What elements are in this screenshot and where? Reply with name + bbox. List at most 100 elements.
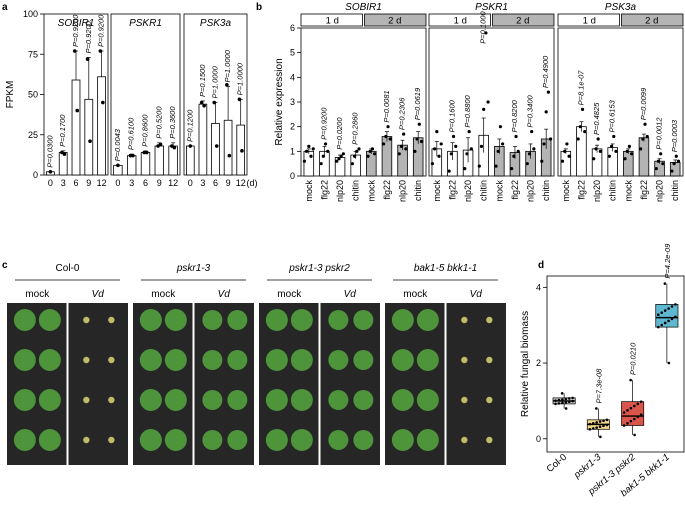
- c-vd-label: Vd: [218, 289, 231, 300]
- d-point: [629, 406, 633, 410]
- b-point: [355, 149, 359, 153]
- d-point: [591, 427, 595, 430]
- d-point: [588, 422, 592, 426]
- a-pvalue: P=0.8600: [141, 114, 150, 147]
- b-point: [596, 137, 600, 141]
- b-xtick-label: mock: [304, 180, 314, 202]
- c-plant-rosette: [391, 349, 414, 371]
- b-xtick-label: nlp20: [655, 180, 665, 202]
- b-header-1d-label: 1 d: [326, 16, 339, 27]
- c-plant-rosette: [461, 436, 468, 444]
- a-bar: [168, 145, 178, 176]
- d-point: [626, 409, 629, 412]
- b-point: [639, 147, 643, 151]
- a-pvalue: P=0.0300: [45, 135, 54, 168]
- b-point: [501, 142, 505, 146]
- d-point: [561, 401, 564, 405]
- b-header-1d-label: 1 d: [454, 16, 467, 27]
- a-pvalue: P=0.9200: [84, 20, 93, 53]
- b-point: [366, 154, 370, 158]
- a-bar: [71, 79, 81, 176]
- b-point: [598, 149, 602, 153]
- d-point: [657, 313, 660, 317]
- c-plant-rosette: [38, 429, 61, 451]
- a-point: [101, 100, 105, 105]
- b-point: [625, 149, 629, 153]
- c-vd-label: Vd: [344, 289, 357, 300]
- b-point: [623, 157, 627, 161]
- c-plant-rosette: [13, 349, 36, 371]
- a-point: [85, 57, 90, 61]
- a-xtick-label: 9: [157, 178, 162, 188]
- b-point: [661, 162, 665, 166]
- b-subpanel-title: PSKR1: [475, 2, 508, 13]
- c-plant-rosette: [391, 389, 414, 411]
- d-point: [595, 421, 598, 424]
- d-pvalue: P=0.0210: [629, 342, 638, 375]
- b-pvalue: P=0.8800: [463, 94, 472, 127]
- c-plant-rosette: [139, 429, 162, 451]
- c-plant-rosette: [202, 350, 223, 370]
- d-point: [557, 398, 561, 402]
- d-point: [560, 392, 564, 395]
- c-genotype-label: bak1-5 bkk1-1: [414, 263, 477, 274]
- b-bar: [591, 148, 603, 177]
- a-subpanel-title: PSK3a: [200, 18, 232, 29]
- b-point: [382, 142, 386, 146]
- b-point: [305, 149, 309, 153]
- b-point: [337, 157, 341, 161]
- b-pvalue: P=0.1600: [447, 99, 456, 132]
- c-plant-rosette: [290, 309, 313, 331]
- c-plant-rosette: [164, 349, 187, 371]
- d-point: [663, 321, 667, 325]
- c-plant-rosette: [164, 309, 187, 331]
- b-point: [479, 144, 484, 148]
- b-pvalue: P=0.0619: [413, 87, 422, 120]
- a-bar: [97, 76, 106, 176]
- a-pvalue: P=0.6100: [127, 117, 136, 150]
- a-pvalue: P=0.9200: [97, 14, 106, 47]
- d-point: [660, 323, 664, 327]
- b-subpanel-title: PSK3a: [605, 2, 637, 13]
- d-pvalue: P=7.3e-08: [594, 368, 603, 404]
- d-point: [667, 307, 670, 310]
- a-point: [158, 142, 163, 147]
- c-plant-rosette: [227, 310, 248, 330]
- a-point: [225, 83, 229, 87]
- b-point: [302, 159, 307, 163]
- c-plant-rosette: [290, 349, 313, 371]
- b-pvalue: P=0.9200: [319, 107, 328, 140]
- b-header-2d: [492, 13, 555, 27]
- a-subpanel-title: PSKR1: [129, 18, 162, 29]
- a-bar: [211, 123, 220, 176]
- b-point: [321, 154, 325, 158]
- b-header-1d-label: 1 d: [583, 16, 596, 27]
- b-point: [654, 167, 658, 171]
- d-point: [622, 411, 626, 414]
- b-point: [659, 152, 663, 156]
- a-point: [212, 100, 217, 105]
- b-point: [565, 142, 569, 146]
- b-pvalue: P=0.0200: [335, 117, 344, 150]
- d-point: [629, 419, 633, 423]
- b-xtick-label: flg22: [510, 180, 520, 200]
- b-pvalue: P=0.4900: [541, 55, 550, 88]
- c-plant-rosette: [139, 389, 162, 411]
- b-ytick-label: 5: [290, 48, 295, 58]
- b-point: [546, 90, 550, 94]
- b-point: [670, 169, 674, 173]
- b-point: [433, 147, 437, 151]
- a-point: [128, 153, 133, 158]
- d-point: [667, 361, 671, 365]
- c-plant-rosette: [227, 390, 248, 410]
- c-plant-rosette: [13, 389, 36, 411]
- c-plant-rosette: [416, 429, 439, 451]
- c-plant-rosette: [416, 349, 439, 371]
- b-point: [388, 137, 392, 141]
- d-point: [626, 422, 629, 425]
- c-plant-rosette: [139, 309, 162, 331]
- b-point: [357, 147, 361, 151]
- b-point: [323, 142, 328, 146]
